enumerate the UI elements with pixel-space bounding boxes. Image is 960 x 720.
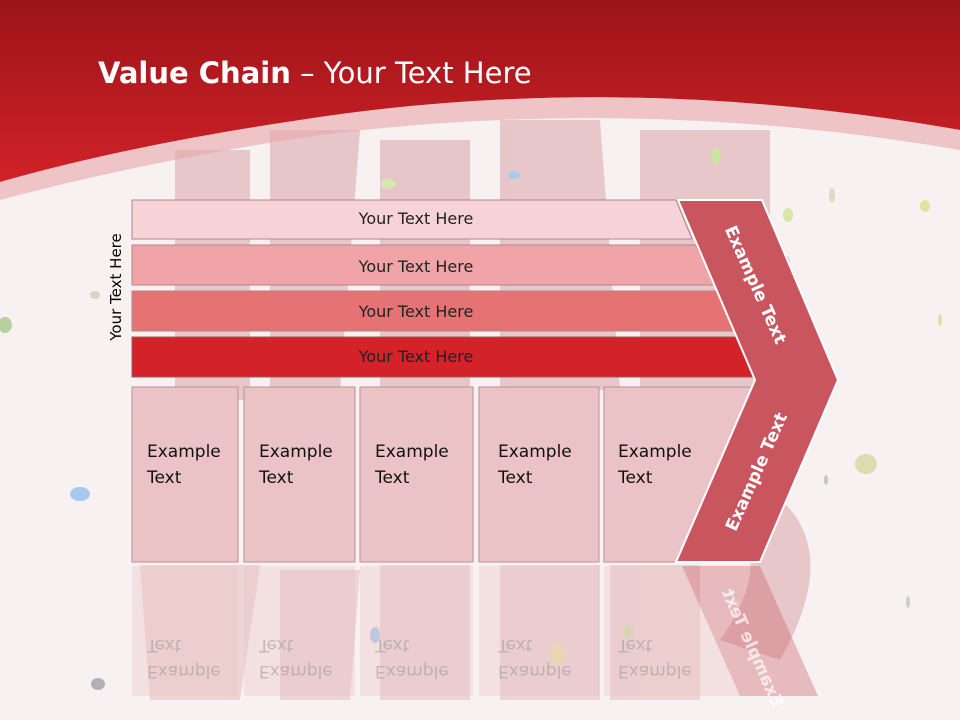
confetti (0, 148, 942, 690)
page-title: Value Chain – Your Text Here (98, 56, 532, 90)
box-1-label: Example Text (147, 442, 221, 488)
box-2-label: Example Text (259, 442, 333, 488)
box-3-reflection: Example Text (375, 635, 449, 681)
box-4[interactable] (478, 386, 600, 563)
bar-2-label: Your Text Here (358, 257, 474, 276)
box-1[interactable] (131, 386, 239, 563)
reflection (132, 566, 818, 696)
box-3[interactable] (359, 386, 474, 563)
header-swoosh (0, 97, 960, 200)
box-5-reflection: Example Text (618, 635, 692, 681)
bar-1-label: Your Text Here (358, 209, 474, 228)
bar-3-label: Your Text Here (358, 302, 474, 321)
box-4-label: Example Text (498, 442, 572, 488)
box-2[interactable] (243, 386, 356, 563)
box-3-label: Example Text (375, 442, 449, 488)
box-4-reflection: Example Text (498, 635, 572, 681)
chevron-arrow[interactable] (674, 199, 840, 563)
faded-reflection-graphic (140, 565, 700, 700)
box-2-reflection: Example Text (259, 635, 333, 681)
bar-1[interactable] (131, 199, 693, 240)
box-5-label: Example Text (618, 442, 692, 488)
box-1-reflection: Example Text (147, 635, 221, 681)
bar-4-label: Your Text Here (358, 347, 474, 366)
header-band (0, 0, 960, 182)
